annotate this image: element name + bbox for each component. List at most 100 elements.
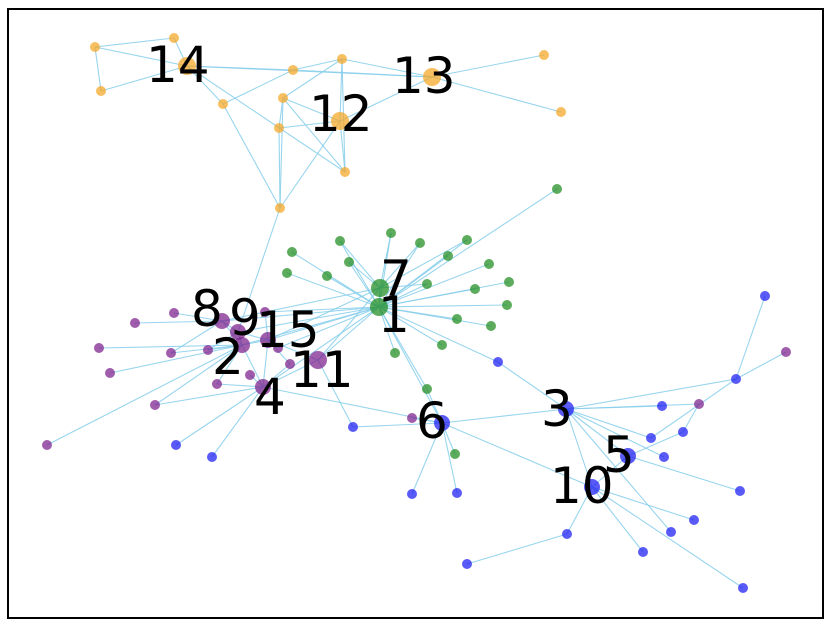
edge-13-o11 [431,54,545,78]
edge-7-11 [317,287,381,361]
edge-1-g10 [286,272,380,308]
edge-8-p1 [134,320,223,324]
edge-2-p8 [154,344,243,406]
node-12 [331,112,349,130]
hub-label-10: 10 [550,457,614,515]
node-g1 [552,184,562,194]
node-7 [371,279,389,297]
edge-10-b19 [591,486,744,589]
node-6 [434,415,450,431]
node-g3 [415,238,425,248]
node-b4 [493,357,503,367]
hub-label-11: 11 [290,341,354,399]
node-o2 [169,33,179,43]
node-o7 [278,93,288,103]
node-g18 [437,340,447,350]
node-g7 [443,251,453,261]
node-o8 [274,123,284,133]
edge-3-10 [565,408,593,488]
edge-o10-9 [237,207,281,333]
edge-10-b18 [591,486,644,553]
edge-1-8 [221,306,380,322]
edge-14-o9 [186,65,346,173]
edge-1-g14 [378,288,476,308]
node-b17 [666,527,676,537]
hub-label-15: 15 [256,301,320,359]
edge-p15-b12 [682,403,700,433]
node-b3 [348,422,358,432]
edge-1-b4 [378,306,499,363]
edge-2-p6 [109,344,243,374]
hub-label-2: 2 [212,328,244,386]
node-p13 [260,307,270,317]
edge-o4-o10 [222,103,281,209]
edge-1-g3 [378,242,421,308]
node-b16 [689,515,699,525]
edge-5-b15 [627,455,741,492]
node-g16 [452,314,462,324]
edge-7-15 [267,287,381,341]
edge-1-p13 [264,306,380,313]
node-p6 [105,368,115,378]
edge-1-4 [262,306,380,388]
edge-6-3 [441,408,567,424]
node-b13 [646,433,656,443]
node-p15 [694,399,704,409]
node-b9 [760,291,770,301]
node-g6 [287,247,297,257]
node-g14 [470,284,480,294]
edge-o3-14 [100,65,188,92]
node-b5 [407,489,417,499]
node-o3 [96,86,106,96]
node-o4 [218,99,228,109]
label-layer: 14 13 12 7 1 8 9 15 2 11 4 6 3 5 10 [146,36,635,515]
node-g20 [422,384,432,394]
node-g19 [390,348,400,358]
edge-1-g1 [378,188,558,308]
node-b7 [462,559,472,569]
edge-layer [46,37,787,589]
node-b10 [731,374,741,384]
node-o1 [90,42,100,52]
node-o9 [340,167,350,177]
edge-10-b8 [566,486,593,535]
edge-o5-o6 [292,58,343,71]
edge-4-b1 [175,386,264,446]
node-g10 [282,268,292,278]
hub-label-12: 12 [309,85,373,143]
edge-b10-b13 [650,378,737,439]
edge-13-o12 [431,76,562,113]
edge-o6-12 [339,58,343,122]
edge-6-b6 [441,422,458,494]
node-b11 [657,401,667,411]
edge-6-b5 [411,422,443,495]
edge-o10-12 [279,120,341,209]
edge-8-p2 [173,312,223,322]
hub-label-4: 4 [254,368,286,426]
edge-6-10 [441,422,593,488]
node-p4 [166,348,176,358]
edge-7-g3 [379,242,421,289]
hub-label-13: 13 [392,47,456,105]
node-p1 [130,318,140,328]
node-b18 [638,547,648,557]
edge-2-p9 [46,344,243,446]
edge-4-p8 [154,386,264,406]
node-o10 [275,203,285,213]
node-o12 [556,107,566,117]
node-g2 [386,228,396,238]
node-13 [423,68,441,86]
hub-label-5: 5 [603,426,635,484]
edge-3-b13 [565,408,652,439]
edge-8-p4 [170,320,223,354]
edge-10-b16 [591,486,695,521]
edge-3-b11 [565,405,663,410]
edge-5-b12 [627,431,684,457]
node-b14 [659,452,669,462]
edge-7-8 [221,287,381,322]
node-9 [230,324,246,340]
edge-3-b14 [565,408,665,458]
node-b15 [735,486,745,496]
edge-o7-12 [282,97,341,122]
node-o11 [539,50,549,60]
